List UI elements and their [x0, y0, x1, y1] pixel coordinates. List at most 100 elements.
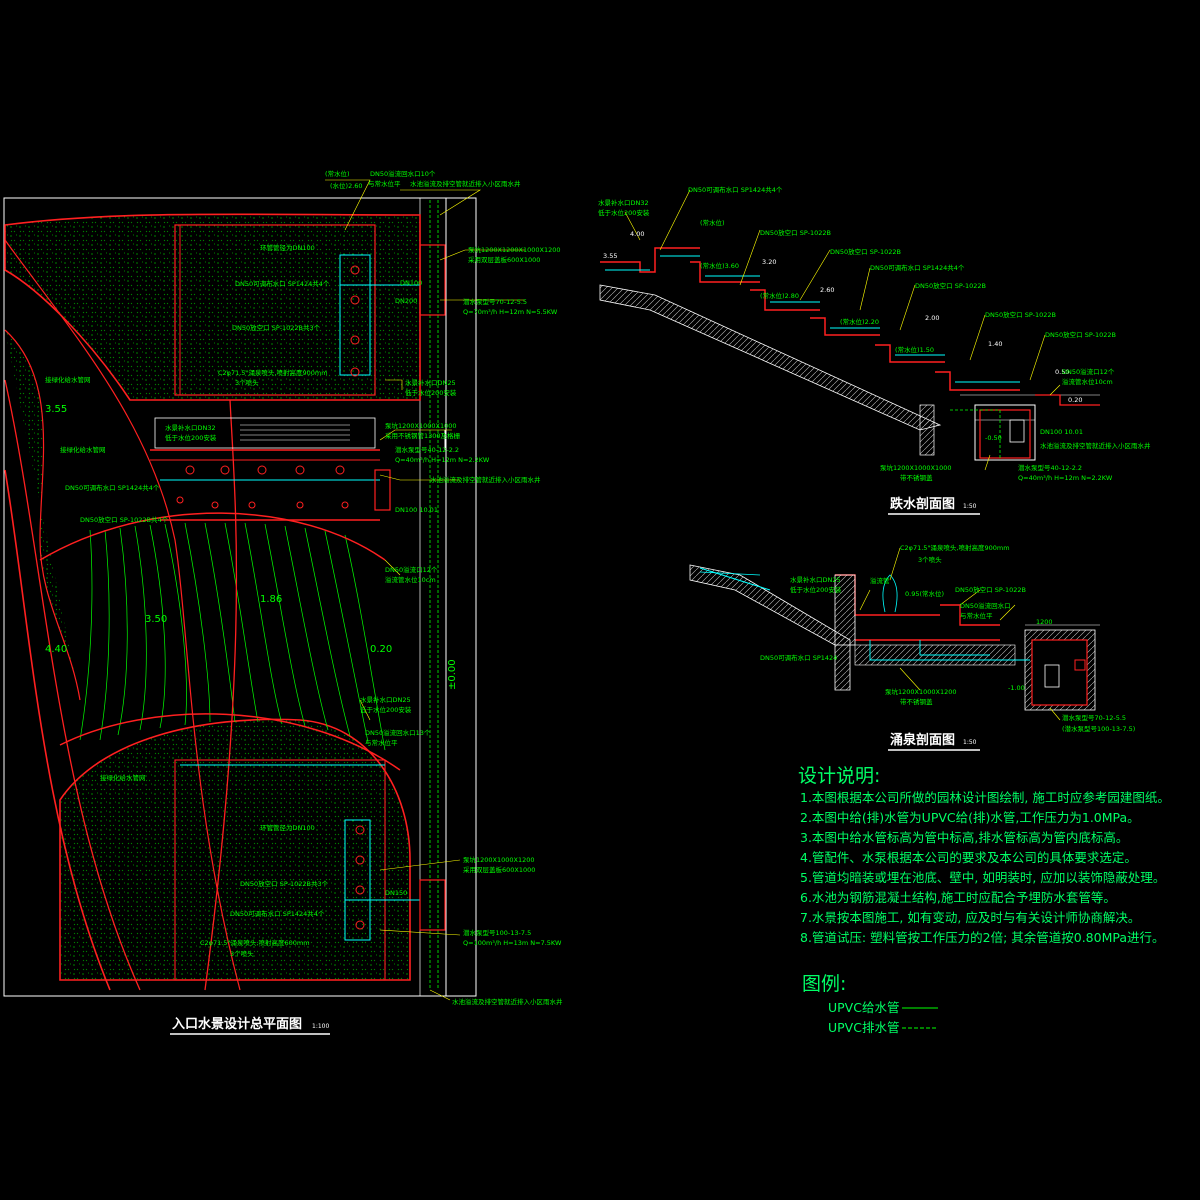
section-label: 1200: [1036, 618, 1053, 626]
plan-label: 低于水位200安装: [405, 388, 457, 397]
section-label: DN50放空口 SP-1022B: [830, 247, 901, 256]
section-label: DN50放空口 SP-1022B: [955, 585, 1026, 594]
plan-label: 水景补水口DN25: [360, 695, 411, 704]
section-label: 潜水泵型号40-12-2.2: [1018, 463, 1082, 472]
plan-view: 3.55 3.50 4.40 1.86 0.20 ±0.00 (常水位) DN5…: [3, 169, 563, 1035]
elev-label: 0.20: [370, 644, 392, 655]
plan-label: 3个喷头: [230, 949, 254, 958]
plan-frame: [3, 197, 477, 997]
elev-label: 4.00: [630, 230, 644, 238]
section-label: 潜水泵型号70-12-5.5: [1062, 713, 1126, 722]
section-label: DN50溢流回水口: [960, 601, 1011, 610]
plan-label: Q=40m³/h H=12m N=2.2KW: [395, 456, 490, 464]
section-label: 与常水位平: [960, 611, 993, 620]
section-label: C2φ71.5"涌泉喷头,喷射高度900mm: [900, 543, 1010, 552]
section-label: DN50可调布水口 SP1424: [760, 653, 837, 662]
plan-label: 低于水位200安装: [165, 433, 217, 442]
plan-label: Q=70m³/h H=12m N=5.5KW: [463, 308, 558, 316]
plan-label: 接绿化给水管网: [45, 375, 91, 384]
plan-label: DN50可调布水口 SP1424共4个: [235, 279, 330, 288]
plan-label: 水景补水口DN32: [165, 423, 216, 432]
plan-label: 水池溢流及排空管就近排入小区雨水井: [452, 997, 563, 1006]
plan-label: 溢流管水位10cm: [385, 575, 436, 584]
note-item: 1.本图根据本公司所做的园林设计图绘制, 施工时应参考园建图纸。: [800, 790, 1170, 805]
plan-label: DN200: [395, 297, 417, 305]
plan-label: 与常水位平: [365, 738, 398, 747]
design-notes: 设计说明: 1.本图根据本公司所做的园林设计图绘制, 施工时应参考园建图纸。 2…: [798, 765, 1170, 945]
section-label: DN50放空口 SP-1022B: [1045, 330, 1116, 339]
plan-label: 泵坑1200X1000X1000: [385, 421, 457, 430]
plan-label: DN50溢流口12个: [385, 565, 438, 574]
plan-label: Q=100m³/h H=13m N=7.5KW: [463, 939, 562, 947]
cascade-section: 4.00 3.55 3.20 2.60 2.00 1.40 0.50 0.20 …: [598, 185, 1151, 515]
plan-label: 水池溢流及排空管就近排入小区雨水井: [410, 179, 521, 188]
cascade-scale: 1:50: [963, 503, 977, 510]
note-item: 4.管配件、水泵根据本公司的要求及本公司的具体要求选定。: [800, 850, 1137, 865]
plan-label: DN50放空口 SP-1022B共3个: [232, 323, 321, 332]
plan-label: 接绿化给水管网: [100, 773, 146, 782]
elev-label: 4.40: [45, 644, 67, 655]
elev-label: ±0.00: [447, 659, 458, 690]
note-item: 5.管道均暗装或埋在池底、壁中, 如明装时, 应加以装饰隐蔽处理。: [800, 870, 1165, 885]
section-label: 泵坑1200X1000X1200: [885, 687, 957, 696]
plan-label: DN50放空口 SP-1022B共3个: [240, 879, 329, 888]
plan-label: DN50可调布水口 SP1424共4个: [230, 909, 325, 918]
elev-label: 3.55: [603, 252, 617, 260]
legend-item: UPVC给水管: [828, 1000, 899, 1015]
section-label: 水景补水口DN32: [598, 198, 649, 207]
plan-label: 采用双层盖板600X1000: [468, 255, 540, 264]
section-label: 3个喷头: [918, 555, 942, 564]
elev-label: 2.60: [820, 286, 834, 294]
plan-label: 泵坑1200X1200X1000X1200: [468, 245, 561, 254]
legend-heading: 图例:: [802, 973, 846, 995]
plan-label: C2φ71.5"涌泉喷头,喷射高度600mm: [200, 938, 310, 947]
section-label: -0.50: [985, 434, 1002, 442]
cascade-title: 跌水剖面图: [890, 496, 955, 512]
plan-label: DN50可调布水口 SP1424共4个: [65, 483, 160, 492]
fountain-title: 涌泉剖面图: [890, 732, 955, 748]
plan-label: 环管管径为DN100: [260, 823, 315, 832]
section-label: DN50溢流口12个: [1062, 367, 1115, 376]
plan-label: DN50溢流回水口13个: [365, 728, 431, 737]
section-label: Q=40m³/h H=12m N=2.2KW: [1018, 474, 1113, 482]
note-item: 6.水池为钢筋混凝土结构,施工时应配合予埋防水套管等。: [800, 890, 1116, 905]
bottom-pool: [59, 718, 411, 981]
section-label: (常水位): [700, 218, 725, 227]
plan-label: 低于水位200安装: [360, 705, 412, 714]
elev-label: 0.50: [1055, 368, 1069, 376]
plan-label: 潜水泵型号100-13-7.5: [463, 928, 531, 937]
plan-label: 环管管径为DN100: [260, 243, 315, 252]
legend: 图例: UPVC给水管 UPVC排水管: [802, 973, 938, 1035]
plan-label: 潜水泵型号70-12-5.5: [463, 297, 527, 306]
legend-item: UPVC排水管: [828, 1020, 899, 1035]
fountain-scale: 1:50: [963, 739, 977, 746]
section-label: (常水位)3.60: [700, 261, 739, 270]
plan-scale: 1:100: [312, 1023, 329, 1030]
section-label: 泵坑1200X1000X1000: [880, 463, 952, 472]
fountain-section: C2φ71.5"涌泉喷头,喷射高度900mm 3个喷头 水景补水口DN25 低于…: [689, 543, 1135, 751]
plan-label: 水景补水口DN25: [405, 378, 456, 387]
plan-label: (常水位): [325, 169, 350, 178]
section-label: 带不锈钢盖: [900, 697, 933, 706]
plan-title: 入口水景设计总平面图: [172, 1016, 302, 1032]
elev-label: 0.20: [1068, 396, 1082, 404]
section-label: DN50放空口 SP-1022B: [915, 281, 986, 290]
section-label: 带不锈钢盖: [900, 473, 933, 482]
plan-label: DN50放空口 SP-1022B共4个: [80, 515, 169, 524]
section-label: (常水位)1.50: [895, 345, 934, 354]
top-pool: [4, 213, 421, 401]
section-label: DN50可调布水口 SP1424共4个: [688, 185, 783, 194]
note-item: 3.本图中给水管标高为管中标高,排水管标高为管内底标高。: [800, 830, 1128, 845]
section-label: 水池溢流及排空管就近排入小区雨水井: [1040, 441, 1151, 450]
section-label: DN100 10.01: [1040, 428, 1083, 436]
section-label: (潜水泵型号100-13-7.5): [1062, 724, 1135, 733]
note-item: 2.本图中给(排)水管为UPVC给(排)水管,工作压力为1.0MPa。: [800, 810, 1140, 825]
section-label: 低于水位200安装: [598, 208, 650, 217]
plan-label: 采用双层盖板600X1000: [463, 865, 535, 874]
notes-heading: 设计说明:: [798, 765, 880, 787]
plan-label: 泵坑1200X1000X1200: [463, 855, 535, 864]
plan-label: 接绿化给水管网: [60, 445, 106, 454]
elev-label: 3.55: [45, 404, 67, 415]
plan-label: 水池溢流及排空管就近排入小区雨水井: [430, 475, 541, 484]
